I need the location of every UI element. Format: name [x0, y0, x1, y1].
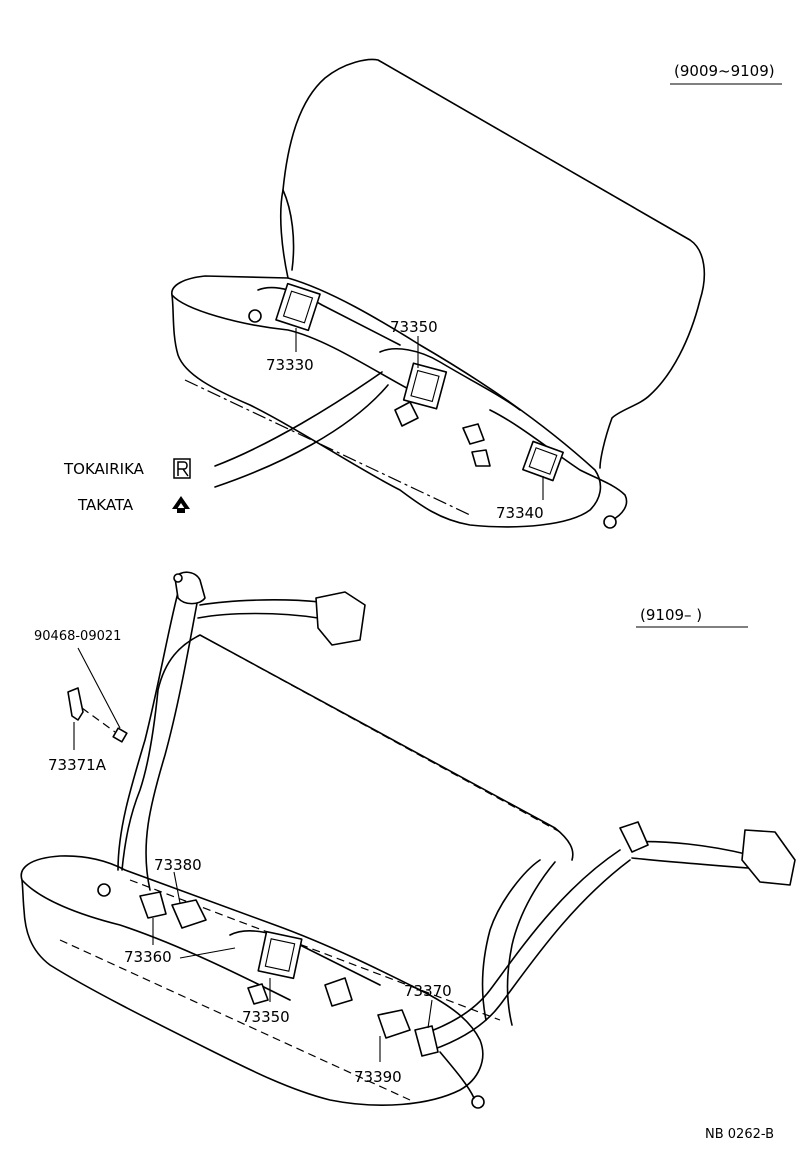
part-73390-bracket: [324, 977, 353, 1007]
top-seat-back-centerline: [377, 59, 691, 241]
bottom-seat-back-right: [481, 859, 541, 1021]
manufacturer-tokairika: TOKAIRIKA: [63, 460, 145, 478]
bottom-anchor-right: [471, 1095, 485, 1109]
top-right-belt: [489, 409, 628, 521]
tokairika-r-logo-icon: [173, 458, 191, 479]
takata-logo-icon: [172, 496, 190, 513]
top-anchor-center-3: [471, 449, 491, 467]
top-cushion-centerline: [184, 379, 471, 516]
bottom-seat-assembly: [20, 571, 796, 1109]
top-seat-back-edge: [282, 189, 295, 271]
top-part-73350: 73350: [390, 318, 438, 336]
top-variant-label: (9009~9109): [674, 62, 775, 80]
part-73370: [414, 1025, 439, 1057]
bottom-center-anchor: [247, 983, 269, 1005]
bottom-right-belt: [419, 849, 621, 1036]
manufacturer-takata: TAKATA: [77, 496, 134, 514]
figure-code: NB 0262-B: [705, 1127, 774, 1142]
top-anchor-center-2: [462, 423, 485, 445]
top-buckle-73350: [402, 362, 448, 410]
bottom-seat-back-right-2: [506, 861, 556, 1026]
part-73360-label: 73360: [124, 948, 172, 966]
part-73390: [377, 1009, 411, 1039]
top-seat-cushion-front-edge: [171, 294, 421, 396]
bottom-right-retractor: [741, 829, 796, 886]
bottom-right-belt-2: [431, 859, 631, 1051]
top-buckle-73340: [522, 440, 564, 482]
bracket-73371A: [67, 687, 84, 721]
bottom-right-lower-belt: [439, 1051, 475, 1099]
part-73390-label: 73390: [354, 1068, 402, 1086]
leader-takata: [214, 384, 389, 488]
top-anchor-bolt-right: [603, 515, 617, 529]
bottom-left-shoulder-belt: [117, 584, 181, 871]
part-73360-anchor: [139, 891, 167, 919]
part-73370-label: 73370: [404, 982, 452, 1000]
bottom-upper-strap-2: [197, 612, 319, 619]
bottom-seat-back-centerline: [199, 634, 561, 833]
bottom-upper-strap: [199, 599, 321, 606]
part-73371A-label: 73371A: [48, 756, 107, 774]
bottom-buckle-73350: [257, 930, 303, 980]
bottom-left-shoulder-belt-2: [145, 597, 199, 891]
bottom-seat-cushion: [20, 855, 484, 1106]
bottom-center-belt: [229, 930, 381, 986]
bolt-90468-09021: [112, 727, 128, 743]
bottom-variant-label: (9109– ): [640, 606, 702, 624]
bottom-right-guide: [619, 821, 649, 853]
top-seat-assembly: [171, 58, 706, 529]
part-73350-bottom-label: 73350: [242, 1008, 290, 1026]
top-center-belt: [379, 348, 521, 411]
bottom-anchor-left: [97, 883, 111, 897]
top-part-73330: 73330: [266, 356, 314, 374]
top-anchor-center: [394, 401, 419, 427]
bottom-retractor-cover: [315, 591, 366, 646]
bottom-upper-anchor-bolt: [173, 573, 183, 583]
leader-tokairika: [214, 371, 383, 467]
top-part-73340: 73340: [496, 504, 544, 522]
top-seat-back: [279, 58, 706, 469]
top-buckle-73330: [275, 282, 321, 332]
top-seat-cushion: [171, 275, 602, 528]
top-anchor-bolt-left: [248, 309, 262, 323]
part-90468-09021-label: 90468-09021: [34, 629, 121, 644]
part-73380: [171, 899, 207, 929]
part-73380-label: 73380: [154, 856, 202, 874]
bottom-seat-back: [121, 634, 574, 871]
bottom-upper-anchor: [174, 571, 206, 605]
bottom-cushion-front-edge: [21, 879, 291, 1001]
bottom-right-strap-2: [631, 857, 749, 869]
